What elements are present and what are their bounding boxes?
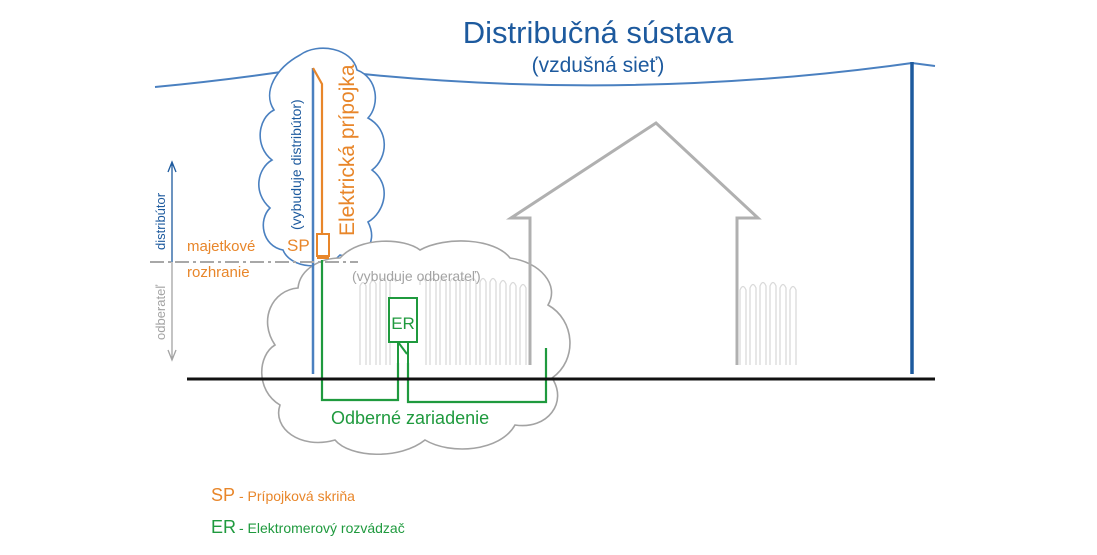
arrow-up-distributor	[167, 160, 177, 262]
label-built-by-customer: (vybuduje odberateľ)	[352, 268, 481, 284]
arrow-down-customer	[167, 262, 177, 362]
er-box-label: ER	[391, 314, 415, 333]
label-built-by-distributor: (vybuduje distribútor)	[288, 99, 304, 230]
label-customer-equipment: Odberné zariadenie	[331, 408, 489, 428]
er-box	[388, 297, 418, 343]
green-er-stand	[397, 341, 409, 363]
connection-cable	[312, 67, 324, 234]
diagram-subtitle: (vzdušná sieť)	[532, 54, 665, 77]
legend: SP - Prípojková skriňa ER - Elektromerov…	[211, 485, 405, 537]
ownership-interface-line2: rozhranie	[187, 264, 250, 281]
house-outline	[505, 121, 762, 365]
green-cable-er-to-house	[406, 348, 548, 404]
diagram-title: Distribučná sústava	[463, 15, 734, 50]
sp-box	[316, 233, 330, 257]
legend-sp-code: SP	[211, 485, 235, 505]
green-cable-sp-to-er	[320, 260, 400, 402]
legend-er-code: ER	[211, 517, 236, 537]
side-label-customer: odberateľ	[153, 285, 168, 340]
fence-right	[739, 281, 797, 365]
sp-label: SP	[287, 236, 310, 255]
legend-er-text: - Elektromerový rozvádzač	[239, 520, 405, 536]
fence-left	[359, 277, 527, 365]
label-electric-connection: Elektrická prípojka	[336, 64, 359, 236]
ownership-interface-line1: majetkové	[187, 238, 255, 255]
overhead-wire	[154, 61, 936, 88]
legend-sp-text: - Prípojková skriňa	[239, 488, 355, 504]
side-label-distributor: distribútor	[153, 192, 168, 250]
